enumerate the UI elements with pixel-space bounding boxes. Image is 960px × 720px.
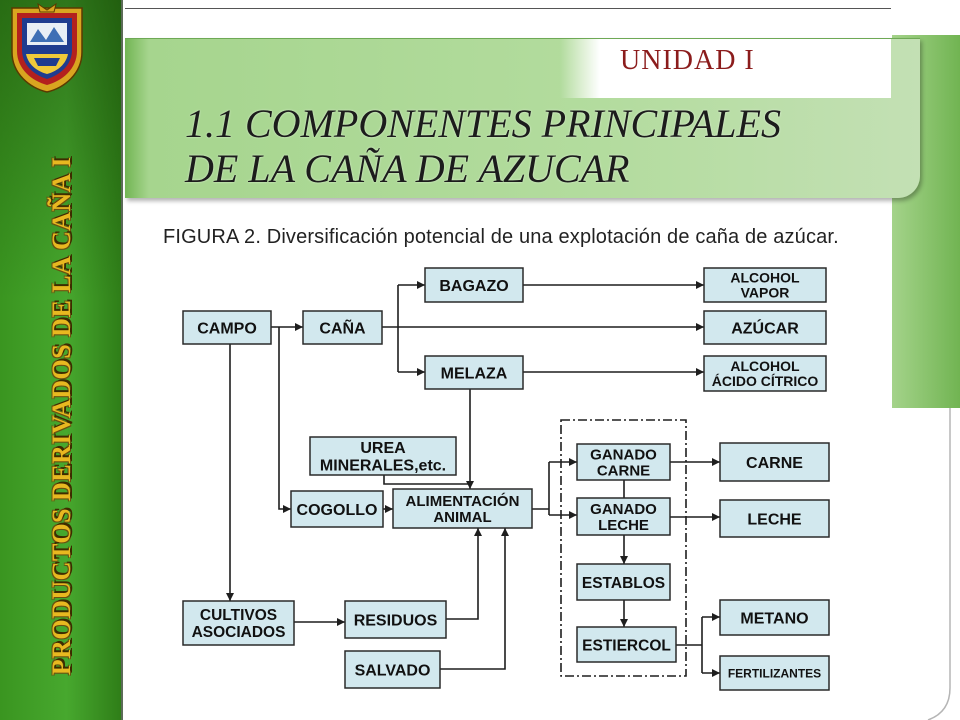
node-box xyxy=(576,443,671,481)
node-label: AZÚCAR xyxy=(731,318,799,337)
node-label: CARNE xyxy=(746,455,803,472)
node-label: LECHE xyxy=(598,517,649,534)
node-campo: CAMPO xyxy=(182,310,272,345)
node-label: MINERALES,etc. xyxy=(320,457,446,474)
node-box xyxy=(703,267,827,303)
node-leche: LECHE xyxy=(719,499,830,538)
figure-caption: FIGURA 2. Diversificación potencial de u… xyxy=(163,226,839,248)
node-box xyxy=(576,626,677,663)
node-label: ESTABLOS xyxy=(582,575,665,592)
node-box xyxy=(290,490,384,528)
crest-logo xyxy=(11,2,83,93)
node-label: CARNE xyxy=(597,463,650,480)
node-salvado: SALVADO xyxy=(344,650,441,689)
node-label: ALCOHOL xyxy=(730,270,800,286)
node-box xyxy=(719,599,830,636)
node-label: ANIMAL xyxy=(433,509,491,526)
node-label: LECHE xyxy=(747,511,802,528)
top-rule xyxy=(125,8,891,9)
node-box xyxy=(182,310,272,345)
node-label: GANADO xyxy=(590,501,657,518)
node-label: ALIMENTACIÓN xyxy=(406,492,520,510)
frame-corner-line xyxy=(927,408,951,720)
connector-arrow xyxy=(278,327,291,513)
node-carne: CARNE xyxy=(719,442,830,482)
node-cogollo: COGOLLO xyxy=(290,490,384,528)
page-title-line-1: 1.1 COMPONENTES PRINCIPALES xyxy=(185,101,781,146)
node-metano: METANO xyxy=(719,599,830,636)
node-fertilizantes: FERTILIZANTES xyxy=(719,655,830,691)
node-establos: ESTABLOS xyxy=(576,563,671,601)
sidebar xyxy=(0,0,121,720)
sidebar-divider xyxy=(121,0,123,720)
node-label: RESIDUOS xyxy=(354,612,438,629)
node-azucar: AZÚCAR xyxy=(703,310,827,345)
node-label: CAÑA xyxy=(319,317,366,337)
node-label: SALVADO xyxy=(355,662,431,679)
node-label: ALCOHOL xyxy=(730,358,800,374)
node-box xyxy=(576,497,671,536)
node-box xyxy=(392,488,533,529)
node-melaza: MELAZA xyxy=(424,355,524,390)
unit-label: UNIDAD I xyxy=(620,45,755,76)
node-label: CULTIVOS xyxy=(200,607,277,624)
node-box xyxy=(719,442,830,482)
node-box xyxy=(182,600,295,646)
node-label: ESTIERCOL xyxy=(582,637,671,654)
node-residuos: RESIDUOS xyxy=(344,600,447,639)
node-label: COGOLLO xyxy=(297,502,378,519)
node-box xyxy=(424,355,524,390)
node-label: ASOCIADOS xyxy=(192,624,286,641)
node-label: GANADO xyxy=(590,446,657,463)
node-label: ÁCIDO CÍTRICO xyxy=(712,373,819,389)
node-bagazo: BAGAZO xyxy=(424,267,524,303)
node-label: FERTILIZANTES xyxy=(728,666,821,680)
node-label: BAGAZO xyxy=(439,278,508,295)
node-label: UREA xyxy=(360,440,406,457)
node-box xyxy=(424,267,524,303)
unit-label-box xyxy=(560,39,891,98)
node-box xyxy=(719,499,830,538)
node-box xyxy=(344,650,441,689)
node-cana: CAÑA xyxy=(302,310,383,345)
node-box xyxy=(344,600,447,639)
node-box xyxy=(703,310,827,345)
livestock-group-box xyxy=(560,419,687,677)
node-box xyxy=(309,436,457,476)
node-label: VAPOR xyxy=(741,285,790,301)
node-label: CAMPO xyxy=(197,320,257,337)
connector-arrow xyxy=(446,528,482,620)
node-box xyxy=(576,563,671,601)
node-label: MELAZA xyxy=(441,365,508,382)
connector-arrow xyxy=(440,528,509,670)
node-box xyxy=(703,355,827,392)
node-box xyxy=(719,655,830,691)
node-box xyxy=(302,310,383,345)
page-title-line-2: DE LA CAÑA DE AZUCAR xyxy=(185,146,630,191)
connector-line xyxy=(383,475,470,485)
node-estiercol: ESTIERCOL xyxy=(576,626,677,663)
node-label: METANO xyxy=(740,610,808,627)
